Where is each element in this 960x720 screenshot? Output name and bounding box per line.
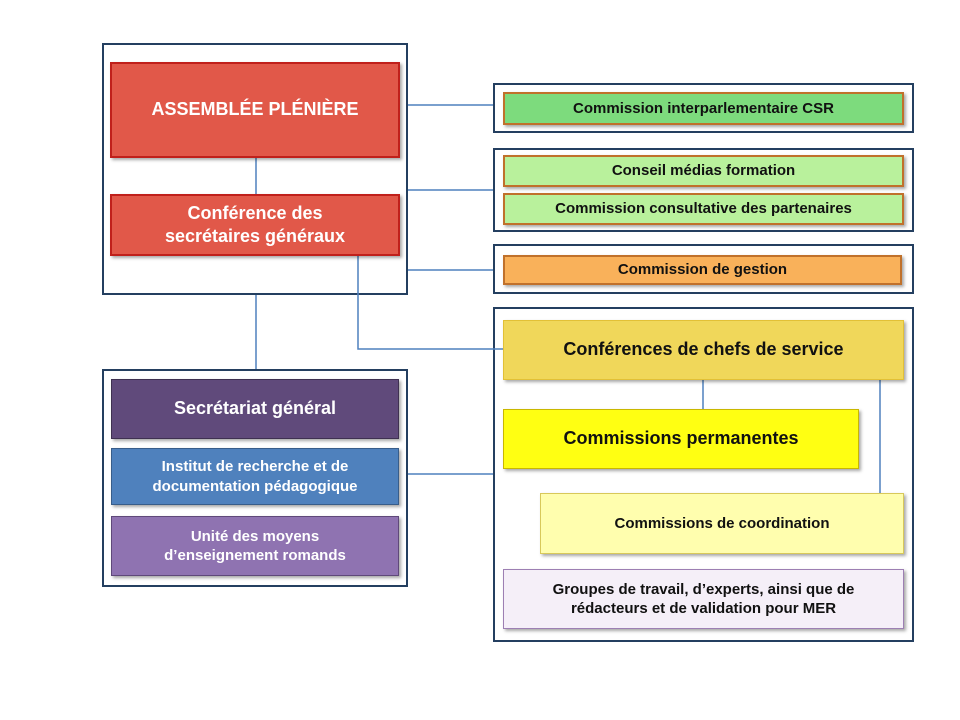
commission-gestion-label: Commission de gestion bbox=[617, 261, 788, 279]
commission-csr-box: Commission interparlementaire CSR bbox=[503, 92, 904, 125]
groupes-travail-label: Groupes de travail, d’experts, ainsi que… bbox=[552, 580, 855, 618]
conseil-medias-box: Conseil médias formation bbox=[503, 155, 904, 187]
commissions-permanentes-box: Commissions permanentes bbox=[503, 409, 859, 469]
umer-label: Unité des moyens d’enseignement romands bbox=[164, 527, 346, 565]
irdp-box: Institut de recherche et de documentatio… bbox=[111, 448, 399, 505]
conferences-chefs-box: Conférences de chefs de service bbox=[503, 320, 904, 380]
commission-csr-label: Commission interparlementaire CSR bbox=[573, 99, 834, 117]
commissions-coordination-label: Commissions de coordination bbox=[614, 514, 830, 532]
commissions-coordination-box: Commissions de coordination bbox=[540, 493, 904, 554]
conseil-medias-label: Conseil médias formation bbox=[611, 162, 796, 180]
connector-conference-chefs bbox=[357, 256, 503, 350]
secretariat-general-label: Secrétariat général bbox=[173, 398, 337, 419]
secretariat-general-box: Secrétariat général bbox=[111, 379, 399, 439]
conference-secretaires-label: Conférence des secrétaires généraux bbox=[164, 202, 346, 246]
assemblee-pleniere-box: ASSEMBLÉE PLÉNIÈRE bbox=[110, 62, 400, 158]
commissions-permanentes-label: Commissions permanentes bbox=[563, 428, 799, 449]
groupes-travail-box: Groupes de travail, d’experts, ainsi que… bbox=[503, 569, 904, 629]
umer-box: Unité des moyens d’enseignement romands bbox=[111, 516, 399, 576]
commission-partenaires-label: Commission consultative des partenaires bbox=[555, 200, 852, 218]
irdp-label: Institut de recherche et de documentatio… bbox=[152, 458, 358, 495]
assemblee-pleniere-label: ASSEMBLÉE PLÉNIÈRE bbox=[151, 99, 359, 120]
commission-partenaires-box: Commission consultative des partenaires bbox=[503, 193, 904, 225]
commission-gestion-box: Commission de gestion bbox=[503, 255, 902, 285]
conference-secretaires-box: Conférence des secrétaires généraux bbox=[110, 194, 400, 256]
conferences-chefs-label: Conférences de chefs de service bbox=[563, 339, 844, 360]
